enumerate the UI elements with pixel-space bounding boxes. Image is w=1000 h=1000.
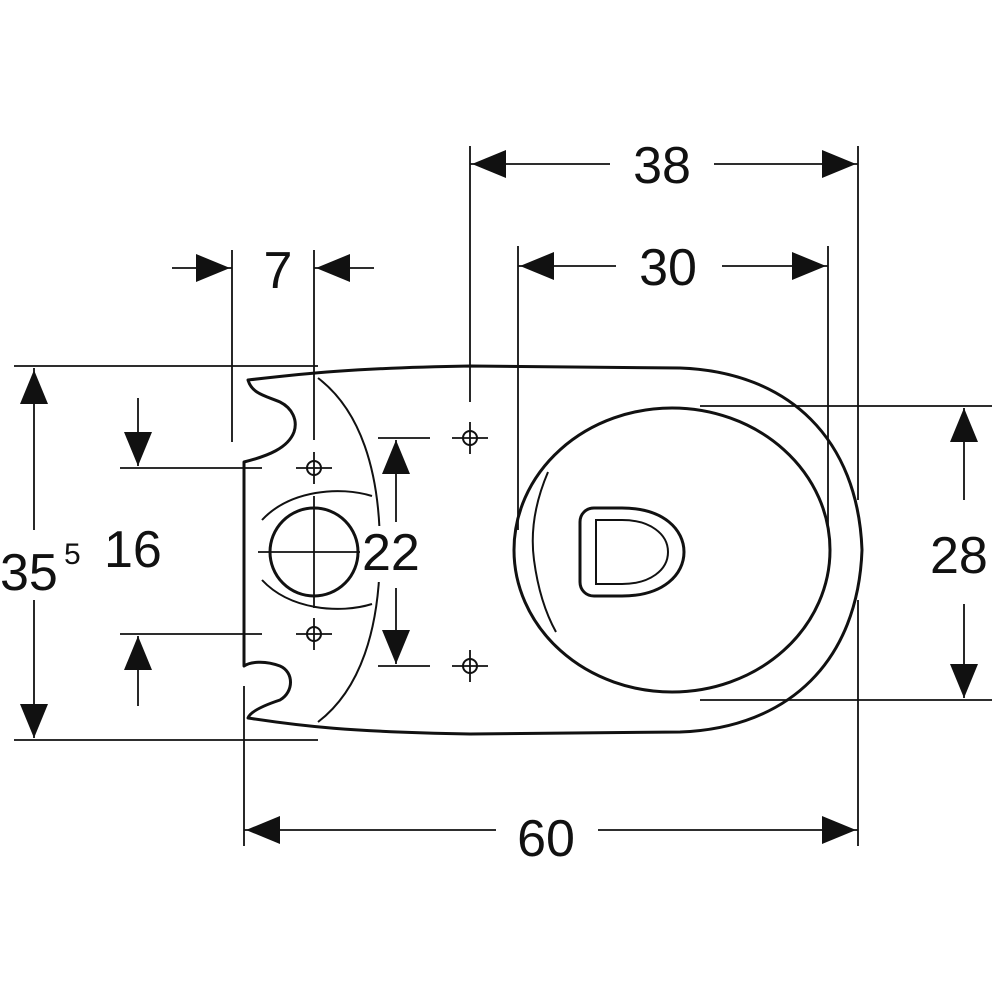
arrow-head bbox=[950, 408, 978, 442]
fixing-hole-lower-right bbox=[452, 650, 488, 682]
extension-lines bbox=[14, 146, 992, 846]
fixing-hole-lower-left bbox=[296, 618, 332, 650]
toilet-body bbox=[242, 364, 864, 736]
dimension-label-16: 16 bbox=[104, 521, 162, 579]
dimension-label-35: 35 bbox=[0, 544, 58, 602]
arrow-head bbox=[316, 254, 350, 282]
dimension-label-7: 7 bbox=[264, 242, 293, 300]
arrow-head bbox=[792, 252, 826, 280]
arrow-head bbox=[20, 370, 48, 404]
bowl-inner-left-edge bbox=[531, 471, 557, 633]
dimension-label-28: 28 bbox=[930, 527, 988, 585]
dimension-overall-depth: 35 5 bbox=[0, 368, 100, 738]
outer-outline bbox=[242, 364, 864, 736]
drain-connector bbox=[258, 496, 372, 608]
arrow-head bbox=[382, 440, 410, 474]
dimension-bowl-depth: 28 bbox=[930, 408, 988, 698]
dimension-label-38: 38 bbox=[633, 137, 691, 195]
arrow-head bbox=[124, 636, 152, 670]
arrow-head bbox=[472, 150, 506, 178]
fixing-holes bbox=[296, 422, 488, 682]
connector-cutout bbox=[261, 490, 373, 610]
dimension-drain-spacing: 22 bbox=[360, 440, 430, 664]
arrow-head bbox=[124, 432, 152, 466]
dimension-label-60: 60 bbox=[517, 810, 575, 868]
arrow-head bbox=[822, 150, 856, 178]
dimension-connector-offset: 7 bbox=[172, 242, 374, 300]
arrow-head bbox=[246, 816, 280, 844]
bowl bbox=[512, 406, 832, 694]
dimension-label-30: 30 bbox=[639, 239, 697, 297]
arrow-head bbox=[520, 252, 554, 280]
arrow-head bbox=[950, 664, 978, 698]
dimension-overall-width: 60 bbox=[244, 810, 858, 868]
dimension-inner-bowl-width: 30 bbox=[518, 239, 828, 297]
arrow-head bbox=[196, 254, 230, 282]
dimension-outer-bolt-spacing: 38 bbox=[470, 137, 858, 195]
fixing-hole-upper-left bbox=[296, 452, 332, 484]
outlet-d-inner bbox=[595, 519, 670, 585]
outlet-d-shape bbox=[578, 506, 686, 598]
arrow-head bbox=[20, 704, 48, 738]
dimension-fixing-spacing: 16 bbox=[104, 398, 162, 706]
dimension-label-35-superscript: 5 bbox=[64, 538, 81, 571]
arrow-head bbox=[382, 630, 410, 664]
bowl-outline bbox=[512, 406, 832, 694]
arrow-head bbox=[822, 816, 856, 844]
fixing-hole-upper-right bbox=[452, 422, 488, 454]
dimension-label-22: 22 bbox=[362, 524, 420, 582]
